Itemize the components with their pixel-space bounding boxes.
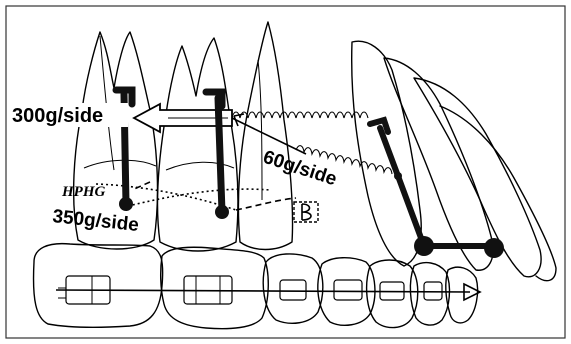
label-60g-per-side: 60g/side [260, 147, 339, 190]
anterior-ball-1 [414, 236, 434, 256]
coil-spring-upper [232, 112, 368, 118]
lower-teeth [34, 244, 480, 329]
hphg-dotted-line [96, 184, 236, 210]
upper-teeth [74, 22, 556, 281]
post-mid [218, 98, 222, 212]
tooth-incisor-1 [384, 58, 493, 270]
arrow-60g-head [234, 114, 244, 126]
bracket-premolar-2 [334, 280, 362, 300]
tooth-molar-1-cej [84, 160, 156, 168]
label-300g-per-side: 300g/side [12, 105, 103, 127]
tooth-premolar-inner [258, 60, 262, 200]
lower-archwire [56, 290, 470, 292]
post-left-ball [119, 197, 133, 211]
bracket-symbol [294, 202, 318, 222]
post-mid-hook [206, 92, 222, 106]
hphg-dotted-line-2 [128, 189, 270, 206]
bracket-premolar-1 [280, 280, 306, 300]
bracket-symbol-mark [302, 204, 311, 220]
anterior-ball-2 [484, 238, 504, 258]
tooth-molar-2 [158, 38, 238, 251]
anterior-ball-mid [394, 172, 402, 180]
hphg-dashed-line [236, 198, 296, 210]
post-mid-ball [215, 205, 229, 219]
tooth-premolar [238, 22, 292, 250]
label-hphg: HPHG [61, 184, 105, 200]
